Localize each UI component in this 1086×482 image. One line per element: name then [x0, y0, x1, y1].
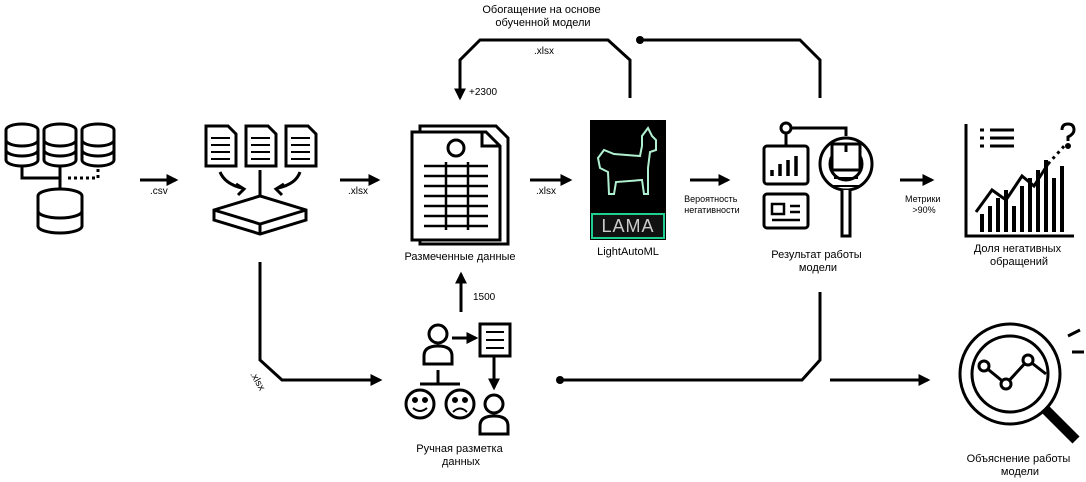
lama-badge-text: LAMA — [601, 216, 654, 236]
enrichment-label: Обогащение на основе обученной модели — [482, 4, 603, 29]
database-icon — [42, 122, 78, 168]
metrics-line1: Метрики — [905, 194, 940, 204]
databases-icon — [4, 122, 116, 235]
database-icon — [36, 187, 84, 235]
negativity-prob-line1: Вероятность — [684, 194, 738, 204]
negative-share-line1: Доля негативных — [974, 243, 1062, 255]
person-icon — [478, 393, 510, 436]
manual-labeling-line2: данных — [442, 456, 481, 468]
edge-label-xlsx-top: .xlsx — [534, 46, 554, 57]
database-icon — [80, 122, 116, 168]
edge-label-xlsx-1: .xlsx — [348, 186, 368, 197]
edge-label-xlsx-2: .xlsx — [536, 186, 556, 197]
model-explanation-label: Объяснение работы модели — [967, 453, 1074, 478]
negative-share-line2: обращений — [990, 256, 1048, 268]
sad-face-icon — [444, 388, 476, 420]
labeled-data-label: Размеченные данные — [404, 251, 515, 263]
database-icon — [4, 122, 40, 168]
manual-labeling-line1: Ручная разметка — [416, 443, 503, 455]
enrichment-label-line2: обученной модели — [495, 17, 590, 29]
arrow-docs-to-manual — [258, 262, 383, 386]
edge-label-xlsx-rotated: .xlsx — [247, 370, 267, 393]
manual-labeling-icon — [404, 322, 512, 436]
documents-merge-icon — [204, 124, 318, 236]
junction-dot-top — [636, 36, 644, 44]
model-result-label: Результат работы модели — [771, 249, 865, 274]
model-explanation-line2: модели — [1001, 466, 1039, 478]
junction-dot-bottom — [556, 376, 564, 384]
manual-labeling-label: Ручная разметка данных — [416, 443, 506, 468]
edge-label-negativity-prob: Вероятность негативности — [684, 194, 740, 215]
line-result-down — [560, 292, 822, 382]
edge-label-1500: 1500 — [473, 292, 496, 303]
model-explanation-icon — [958, 322, 1084, 444]
line-result-to-top — [640, 38, 822, 98]
negativity-prob-line2: негативности — [684, 205, 739, 215]
negative-share-label: Доля негативных обращений — [974, 243, 1064, 268]
enrichment-label-line1: Обогащение на основе — [482, 4, 600, 16]
edge-label-metrics: Метрики >90% — [905, 194, 943, 215]
model-result-line1: Результат работы — [771, 249, 862, 261]
edge-label-plus-2300: +2300 — [469, 87, 498, 98]
arrow-enrichment-loop — [454, 38, 632, 101]
metrics-line2: >90% — [912, 205, 935, 215]
llama-icon — [596, 126, 657, 195]
labeled-data-icon — [410, 124, 510, 246]
edge-label-csv: .csv — [150, 186, 168, 197]
happy-face-icon — [404, 388, 436, 420]
lightautoml-label: LightAutoML — [597, 246, 659, 258]
person-icon — [422, 323, 454, 366]
model-result-line2: модели — [799, 262, 837, 274]
negative-share-chart-icon — [964, 122, 1076, 238]
document-icon — [478, 322, 512, 358]
model-explanation-line1: Объяснение работы — [967, 453, 1071, 465]
model-result-icon — [762, 121, 874, 238]
lama-logo: LAMA — [590, 120, 666, 240]
